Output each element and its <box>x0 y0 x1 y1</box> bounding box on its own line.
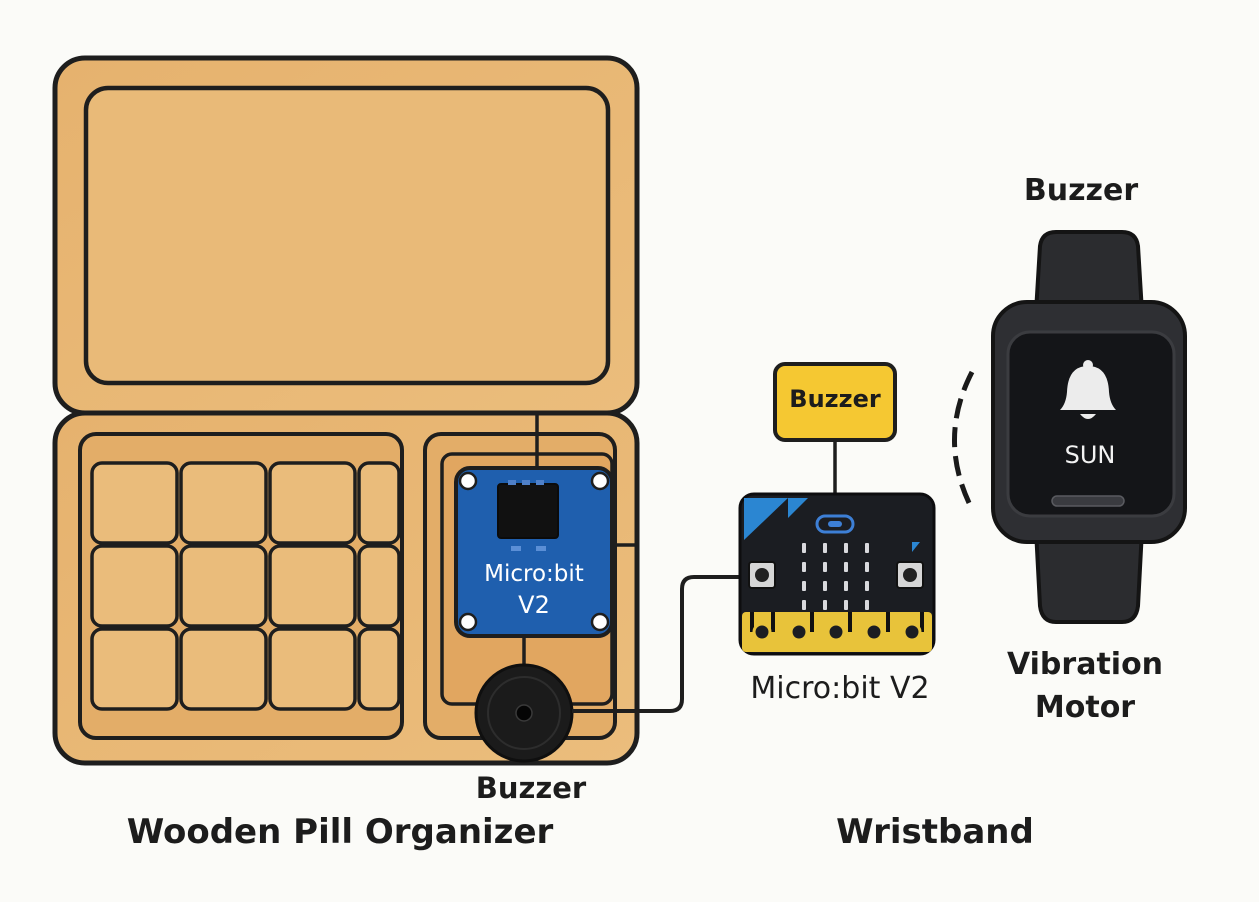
pin-slot <box>920 612 924 632</box>
pill-cell <box>268 461 357 545</box>
watch-strap-top <box>1033 230 1145 314</box>
led <box>802 543 806 553</box>
organizer-buzzer-label: Buzzer <box>475 771 587 805</box>
led <box>802 581 806 591</box>
microbit-controller <box>738 362 936 656</box>
pill-cell <box>179 461 268 545</box>
pill-cell <box>268 544 357 628</box>
vibration-arc <box>952 370 975 507</box>
pill-cell <box>357 461 401 545</box>
button-a <box>755 568 769 582</box>
edge-pins <box>750 612 924 632</box>
module-led <box>511 546 521 551</box>
led-matrix <box>802 543 869 610</box>
buzzer-hole <box>515 704 533 722</box>
pill-cell <box>90 627 179 711</box>
mounting-hole <box>458 471 478 491</box>
pill-cell <box>90 461 179 545</box>
mounting-hole <box>590 471 610 491</box>
led <box>844 543 848 553</box>
pin-slot <box>886 612 890 632</box>
pin-slot <box>750 612 754 632</box>
watch-strap-bottom <box>1033 528 1145 624</box>
board-corner-mark <box>912 542 920 552</box>
microbit-module-board <box>454 466 614 638</box>
pill-compartments <box>90 461 401 711</box>
controller-buzzer-tag <box>773 362 897 442</box>
pill-cell <box>90 544 179 628</box>
led <box>802 600 806 610</box>
pad-ring <box>789 622 809 642</box>
led <box>865 543 869 553</box>
wristband <box>952 230 1187 624</box>
board-logo-touch <box>815 514 855 534</box>
module-label-line2: V2 <box>518 591 550 619</box>
motor-label-line2: Motor <box>1034 690 1136 725</box>
pill-organizer <box>52 55 640 766</box>
wristband-title: Wristband <box>836 812 1034 852</box>
board-corner-logo <box>788 498 808 518</box>
board-logo-touch-inner <box>828 521 842 527</box>
watch-screen-bar <box>1051 495 1125 507</box>
edge-pad-rings <box>752 622 922 642</box>
pill-cell <box>357 544 401 628</box>
controller-buzzer-tag-label: Buzzer <box>789 385 881 413</box>
module-led <box>536 546 546 551</box>
led <box>802 562 806 572</box>
module-label-line1: Micro:bit <box>484 561 584 587</box>
led <box>865 562 869 572</box>
module-chip-pad <box>536 480 544 485</box>
pad-ring <box>752 622 772 642</box>
mounting-hole <box>590 612 610 632</box>
controller-label: Micro:bit V2 <box>750 671 930 706</box>
wire-buzzer-to-controller <box>572 575 742 713</box>
pill-cell <box>357 627 401 711</box>
module-chip-pad <box>522 480 530 485</box>
led <box>823 562 827 572</box>
bell-icon <box>1060 360 1116 419</box>
motor-label-line1: Vibration <box>1006 647 1164 682</box>
led <box>844 581 848 591</box>
pad-ring <box>902 622 922 642</box>
wristband-buzzer-label: Buzzer <box>1023 173 1139 208</box>
buzzer-ring <box>487 676 561 750</box>
pin-slot <box>771 612 775 632</box>
pad-ring <box>826 622 846 642</box>
led <box>823 581 827 591</box>
board-corner-logo <box>744 498 788 540</box>
led <box>823 543 827 553</box>
pill-cell <box>179 544 268 628</box>
bell-icon-clapper <box>1080 414 1096 419</box>
pad-ring <box>864 622 884 642</box>
pin-slot <box>810 612 814 632</box>
microbit-module <box>454 466 614 638</box>
watch-screen-day: SUN <box>1064 441 1116 469</box>
led <box>823 600 827 610</box>
module-chip <box>497 483 559 539</box>
led <box>865 581 869 591</box>
pill-cell <box>179 627 268 711</box>
led <box>844 600 848 610</box>
led <box>844 562 848 572</box>
button-b <box>903 568 917 582</box>
watch-screen <box>1006 330 1176 518</box>
pin-slot <box>848 612 852 632</box>
pill-cell <box>268 627 357 711</box>
led <box>865 600 869 610</box>
mounting-hole <box>458 612 478 632</box>
organizer-title: Wooden Pill Organizer <box>126 812 554 852</box>
bell-icon-body <box>1060 366 1116 410</box>
organizer-buzzer <box>474 663 574 763</box>
module-chip-pad <box>508 480 516 485</box>
organizer-lid-panel <box>83 85 611 386</box>
